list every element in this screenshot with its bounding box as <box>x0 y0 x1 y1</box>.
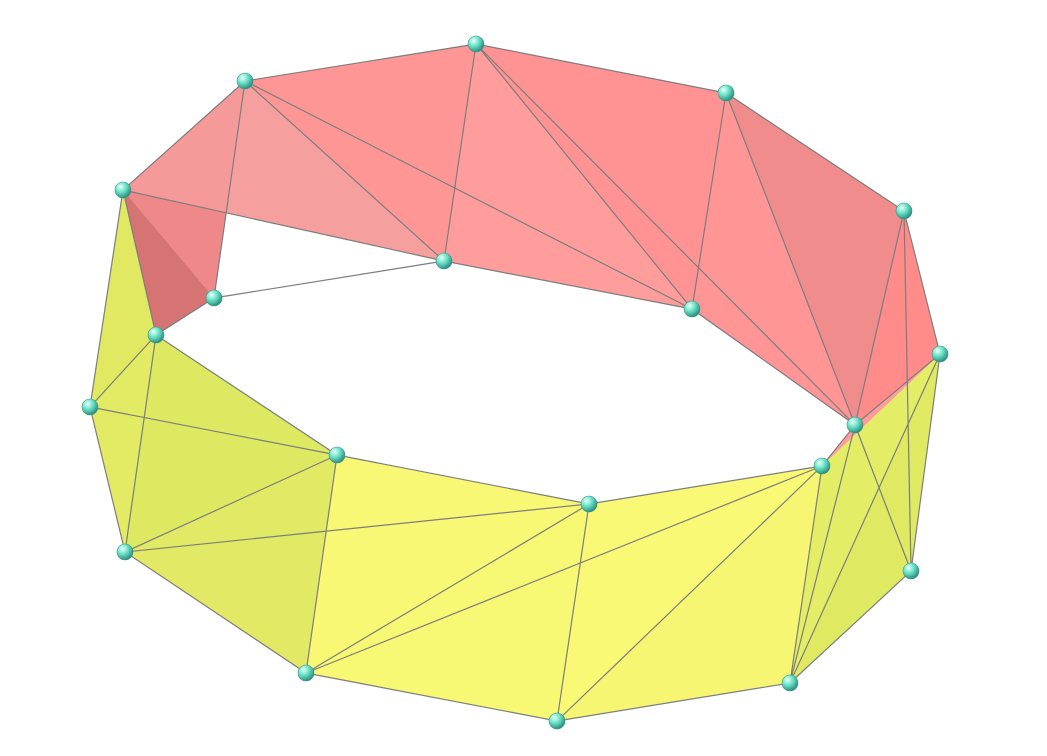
edge <box>854 424 912 572</box>
edge <box>725 92 856 426</box>
edge <box>443 43 477 262</box>
face-bottom-4 <box>125 455 337 673</box>
v-bottom-7 <box>580 495 598 513</box>
edge <box>556 503 590 722</box>
edge <box>556 465 823 722</box>
edge-inner-outline <box>155 260 856 467</box>
edge <box>854 353 941 426</box>
edge <box>789 465 823 684</box>
edge <box>854 210 905 426</box>
edge <box>244 80 445 262</box>
v-top-6 <box>931 345 949 363</box>
edge <box>89 334 157 408</box>
face-top-7 <box>726 93 904 425</box>
edge <box>305 454 338 674</box>
v-inner-4 <box>683 300 701 318</box>
face-top-10 <box>123 190 214 335</box>
face-top-4 <box>123 81 444 261</box>
v-inner-1 <box>147 326 165 344</box>
edge <box>305 503 590 674</box>
v-top-5 <box>895 202 913 220</box>
v-top-2 <box>236 72 254 90</box>
v-top-4 <box>717 84 735 102</box>
edge <box>903 210 912 572</box>
edge <box>691 92 727 310</box>
v-top-7 <box>846 416 864 434</box>
face-bottom-3 <box>125 335 337 552</box>
face-top-8 <box>692 93 855 425</box>
edge <box>475 43 693 310</box>
vertices <box>81 35 949 730</box>
face-bottom-6 <box>306 504 589 721</box>
face-bottom-5 <box>306 455 589 673</box>
edge <box>124 334 157 553</box>
v-top-1 <box>114 181 132 199</box>
v-inner-2 <box>205 289 223 307</box>
edge <box>122 189 445 262</box>
face-top-6 <box>444 44 692 309</box>
face-top-3 <box>245 44 476 261</box>
v-bottom-1 <box>116 543 134 561</box>
edge <box>789 424 856 684</box>
edge <box>124 454 338 553</box>
edge <box>475 43 856 426</box>
v-bottom-5 <box>902 562 920 580</box>
edge-top-outline <box>122 43 941 355</box>
edge <box>124 503 590 553</box>
v-bottom-3 <box>548 712 566 730</box>
v-inner-3 <box>435 252 453 270</box>
v-top-3 <box>467 35 485 53</box>
edge-middle-outline <box>155 334 823 505</box>
edge <box>244 80 693 310</box>
v-inner-5 <box>81 398 99 416</box>
edge <box>122 189 157 336</box>
v-bottom-2 <box>297 664 315 682</box>
v-bottom-6 <box>813 457 831 475</box>
edge <box>789 353 941 684</box>
back-faces <box>123 44 940 425</box>
edge <box>213 80 246 299</box>
edge <box>305 465 823 674</box>
edge <box>89 189 124 408</box>
v-bottom-8 <box>328 446 346 464</box>
v-bottom-4 <box>781 674 799 692</box>
face-top-5 <box>476 44 726 309</box>
edge <box>89 406 338 456</box>
